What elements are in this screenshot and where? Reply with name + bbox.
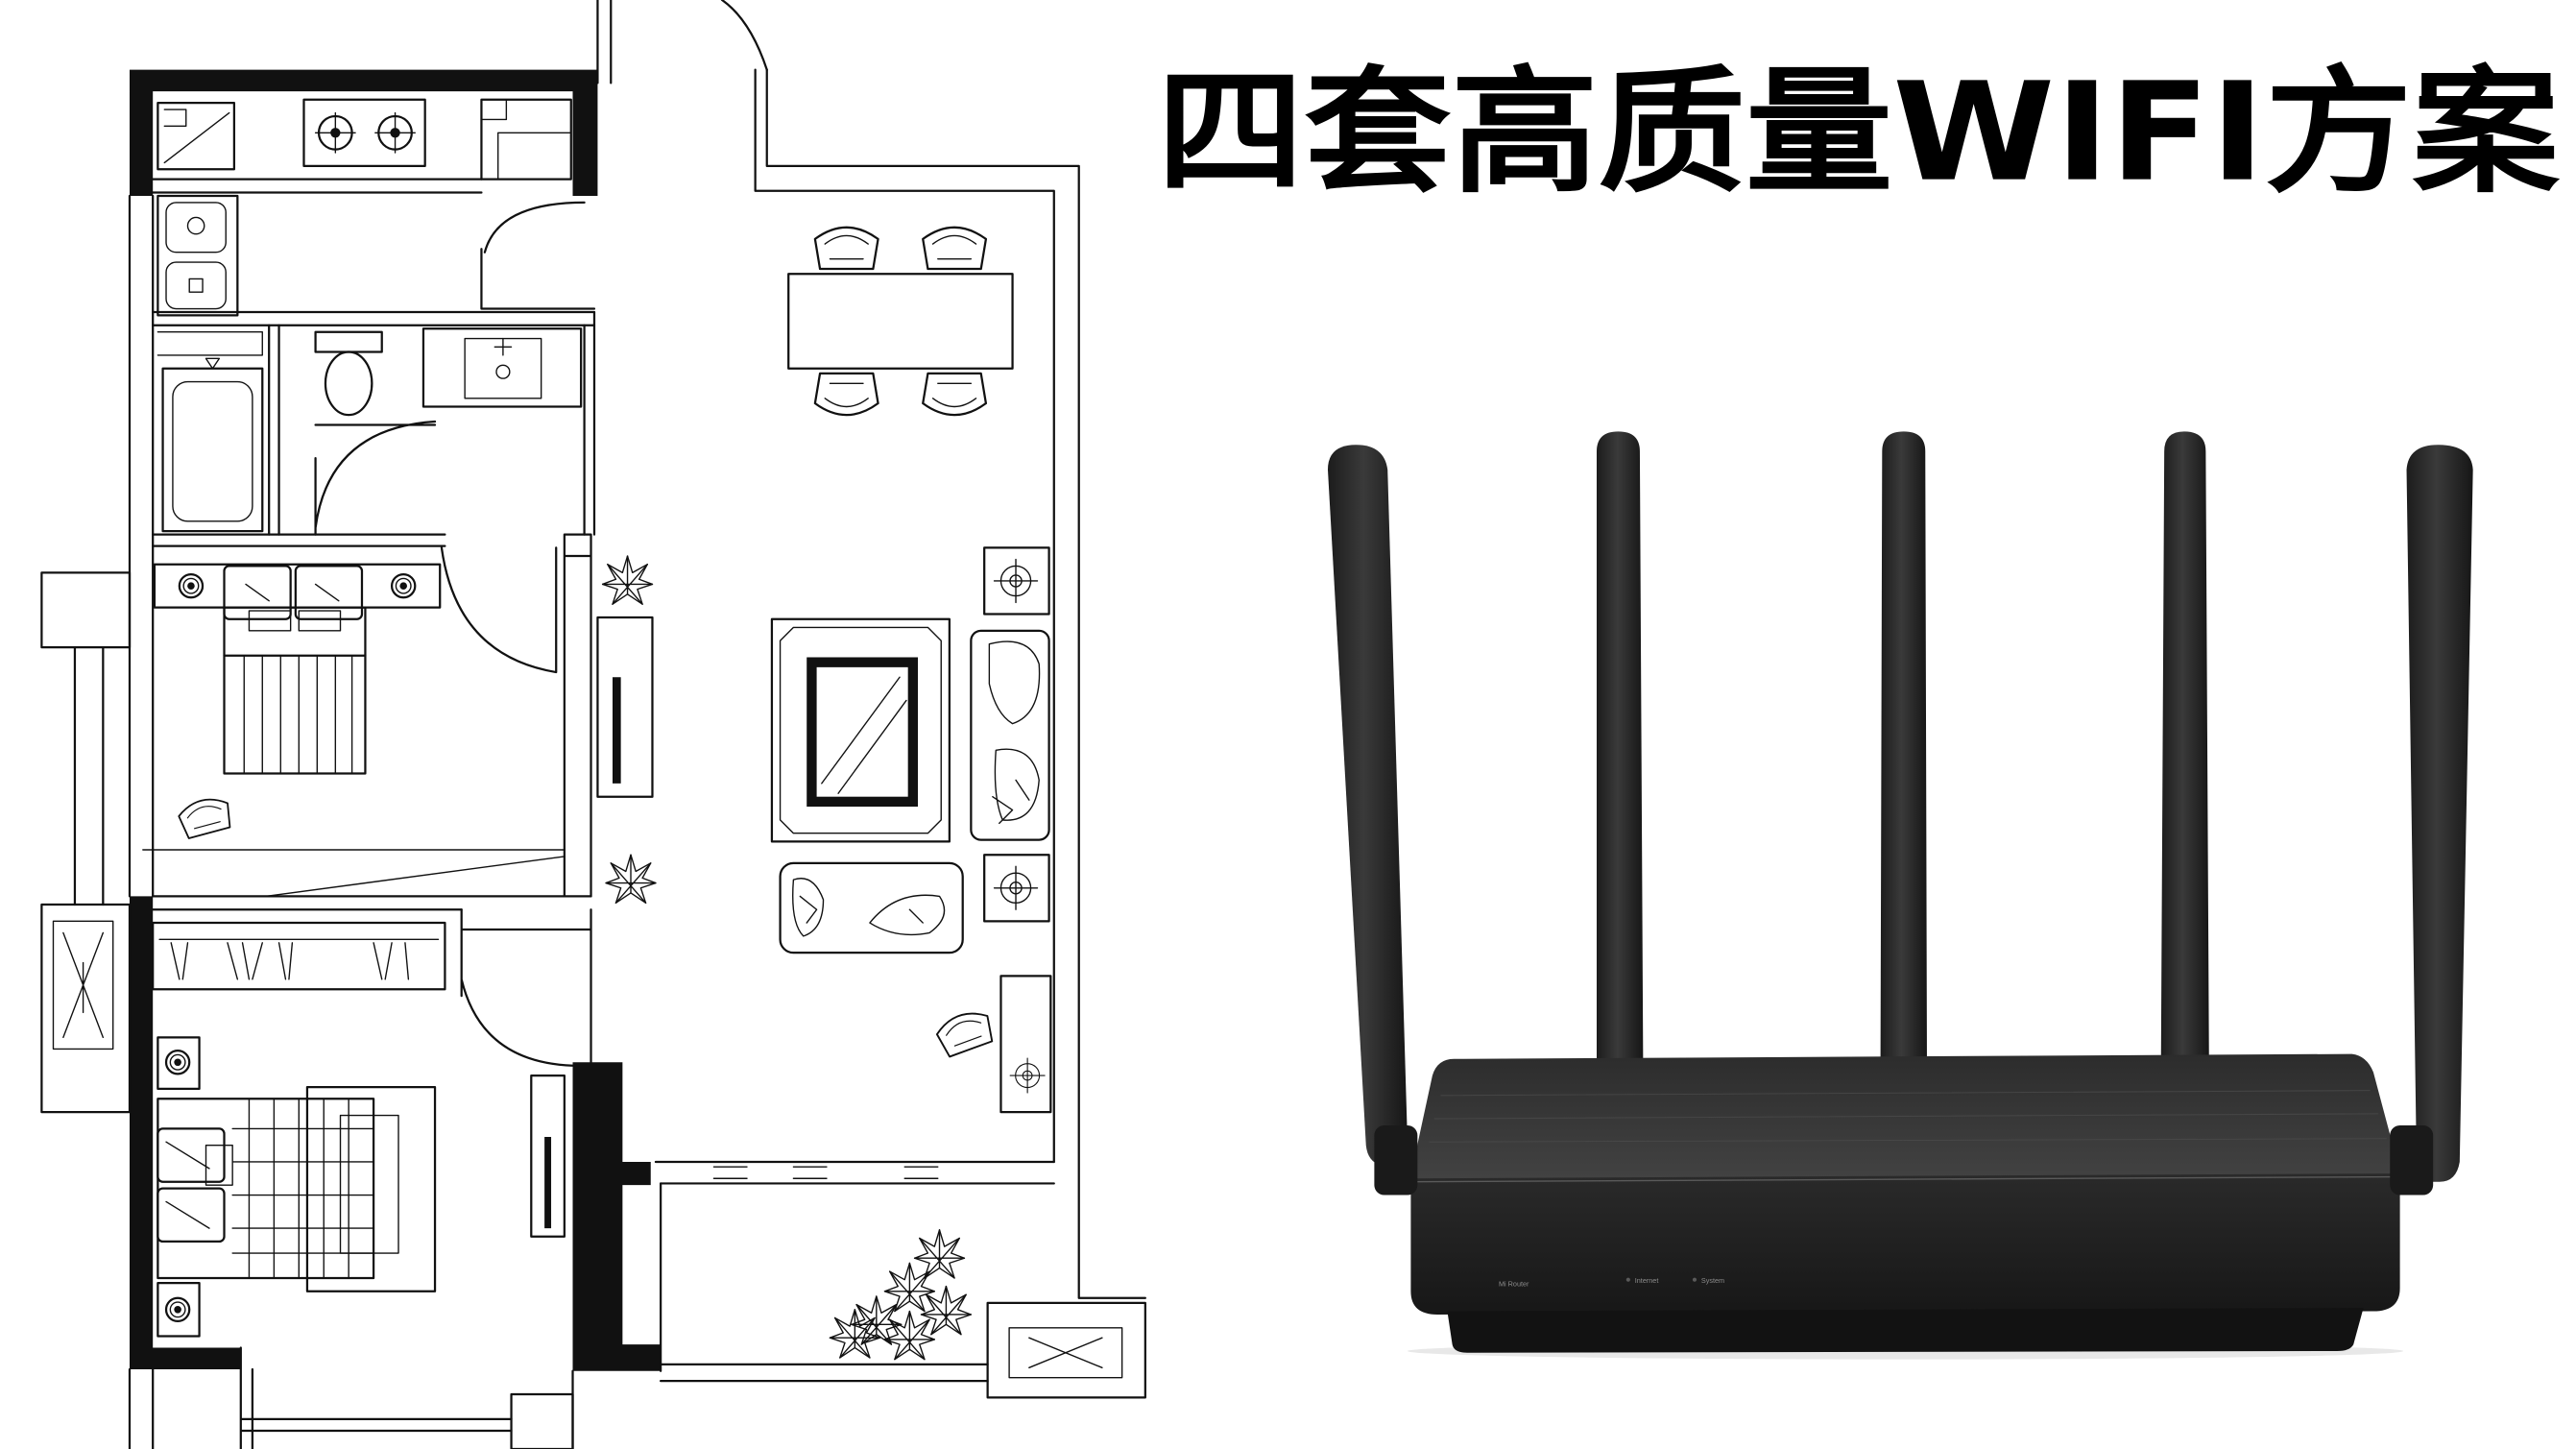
kitchen-counter bbox=[480, 98, 572, 181]
bed-rug bbox=[305, 1086, 437, 1292]
night-lamp bbox=[164, 1296, 191, 1323]
headboard-row bbox=[153, 563, 442, 609]
toilet bbox=[314, 330, 383, 417]
wifi-router: Mi Router Internet System bbox=[1327, 431, 2473, 1360]
potted-plant bbox=[605, 854, 657, 905]
window-box bbox=[40, 571, 132, 649]
system-led-icon bbox=[1692, 1277, 1697, 1282]
potted-plant bbox=[883, 1310, 936, 1361]
dining-chair bbox=[922, 372, 988, 417]
antenna-hinge-right bbox=[2390, 1124, 2434, 1195]
bathroom-sink bbox=[421, 327, 583, 408]
potted-plant bbox=[601, 555, 654, 605]
window-frame bbox=[73, 646, 105, 906]
nightstand bbox=[156, 1282, 201, 1338]
dining-table bbox=[787, 273, 1014, 370]
night-lamp bbox=[178, 572, 205, 599]
internet-indicator-label: Internet bbox=[1635, 1276, 1659, 1285]
antenna-center bbox=[1880, 431, 1927, 1066]
router-base bbox=[1447, 1308, 2364, 1353]
bathroom-door-arc bbox=[314, 420, 437, 536]
living-room bbox=[596, 226, 1052, 1114]
system-indicator-label: System bbox=[1701, 1276, 1724, 1285]
potted-plant bbox=[829, 1309, 880, 1359]
ac-unit-box bbox=[986, 1301, 1146, 1399]
floor-lamp bbox=[999, 975, 1052, 1114]
kitchen-door-arc bbox=[480, 201, 596, 310]
antenna-hinge-left bbox=[1374, 1124, 1418, 1195]
antenna-4 bbox=[2160, 431, 2209, 1071]
balcony bbox=[654, 1160, 1146, 1399]
dining-chair bbox=[922, 226, 988, 271]
balcony-plants bbox=[829, 1229, 973, 1361]
nightstand bbox=[156, 1036, 201, 1091]
double-bed bbox=[223, 565, 367, 775]
dining-set bbox=[787, 226, 1014, 417]
night-lamp bbox=[164, 1050, 191, 1075]
router-edge-highlight bbox=[1412, 1175, 2398, 1183]
bedroom-1-door-arc bbox=[440, 546, 558, 674]
router-top-surface bbox=[1410, 1053, 2400, 1191]
floor-lamp bbox=[983, 546, 1050, 616]
bedroom-2 bbox=[40, 903, 592, 1338]
page-title: 四套高质量WIFI方案 bbox=[1157, 54, 2561, 212]
sliding-door bbox=[712, 1166, 939, 1179]
floor-plan bbox=[40, 0, 1146, 1449]
antenna-right bbox=[2406, 445, 2473, 1182]
window-box bbox=[40, 903, 132, 1114]
bathroom bbox=[152, 310, 596, 547]
desk-chair bbox=[175, 793, 235, 840]
dining-chair bbox=[813, 372, 879, 417]
laundry-fixtures bbox=[156, 194, 239, 317]
double-bed bbox=[156, 1098, 375, 1280]
closet bbox=[530, 1074, 566, 1238]
exterior-walls bbox=[128, 0, 1146, 1449]
night-lamp bbox=[390, 572, 417, 599]
kitchen-stove bbox=[302, 98, 426, 167]
floor-lamp bbox=[983, 854, 1050, 923]
dining-chair bbox=[813, 226, 879, 271]
bathtub bbox=[161, 357, 264, 533]
internet-led-icon bbox=[1625, 1277, 1630, 1282]
sofa-right bbox=[970, 629, 1050, 841]
rug-and-coffee-table bbox=[770, 617, 951, 843]
router-front-panel bbox=[1410, 1173, 2400, 1315]
bedroom-1 bbox=[40, 533, 592, 911]
router-model-label: Mi Router bbox=[1499, 1280, 1529, 1289]
antenna-left bbox=[1327, 445, 1408, 1166]
bedroom-2-door-arc bbox=[460, 908, 592, 1067]
sofa-bottom bbox=[779, 861, 964, 954]
antenna-2 bbox=[1597, 431, 1644, 1071]
tv-cabinet bbox=[596, 616, 654, 798]
potted-plant bbox=[913, 1229, 966, 1279]
router-top-seams bbox=[1429, 1090, 2387, 1143]
entry-door-arc bbox=[720, 0, 768, 71]
armchair bbox=[932, 1005, 998, 1059]
coffee-table bbox=[807, 657, 919, 808]
kitchen bbox=[152, 98, 596, 317]
wardrobe bbox=[152, 921, 446, 991]
